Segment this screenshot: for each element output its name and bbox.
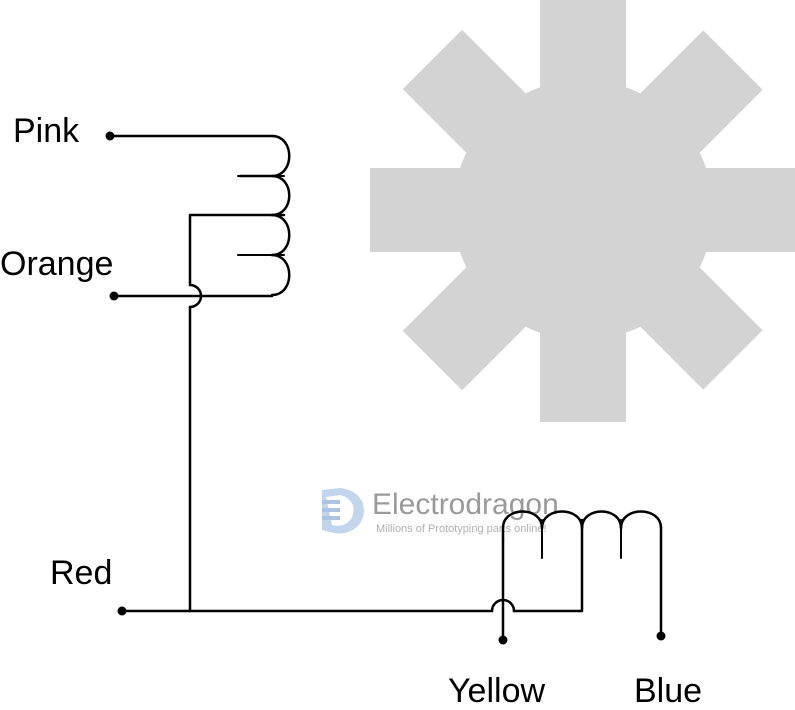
upper-coil-loop-2 (270, 174, 291, 217)
label-pink: Pink (13, 112, 80, 150)
upper-coil-center-tap (188, 213, 286, 287)
lower-coil-loop-2 (540, 510, 584, 530)
lower-coil-loop-3 (580, 510, 623, 530)
upper-coil-loop-4 (270, 253, 291, 297)
blue-terminal (656, 631, 666, 641)
wiring (108, 134, 663, 642)
rotor-hub (453, 80, 713, 340)
yellow-terminal (498, 635, 508, 645)
rotor-shape (370, 0, 795, 422)
upper-coil-loop-3 (270, 213, 291, 257)
label-blue: Blue (634, 672, 702, 710)
lower-coil-loop-1 (501, 510, 544, 542)
terminals (105, 131, 666, 645)
watermark-tagline: Millions of Prototyping parts online! (376, 523, 547, 535)
electrodragon-logo-icon (322, 488, 364, 534)
upper-coil-loop-1 (238, 134, 291, 178)
lower-coil-loop-4 (619, 510, 663, 530)
label-yellow: Yellow (448, 672, 545, 710)
label-red: Red (50, 554, 112, 592)
red-to-lower-coil-tap (512, 518, 584, 613)
watermark: Electrodragon Millions of Prototyping pa… (322, 488, 559, 535)
orange-terminal (109, 291, 119, 301)
red-terminal (117, 606, 127, 616)
label-orange: Orange (0, 245, 113, 283)
pink-terminal (105, 131, 115, 141)
watermark-title: Electrodragon (372, 488, 559, 521)
